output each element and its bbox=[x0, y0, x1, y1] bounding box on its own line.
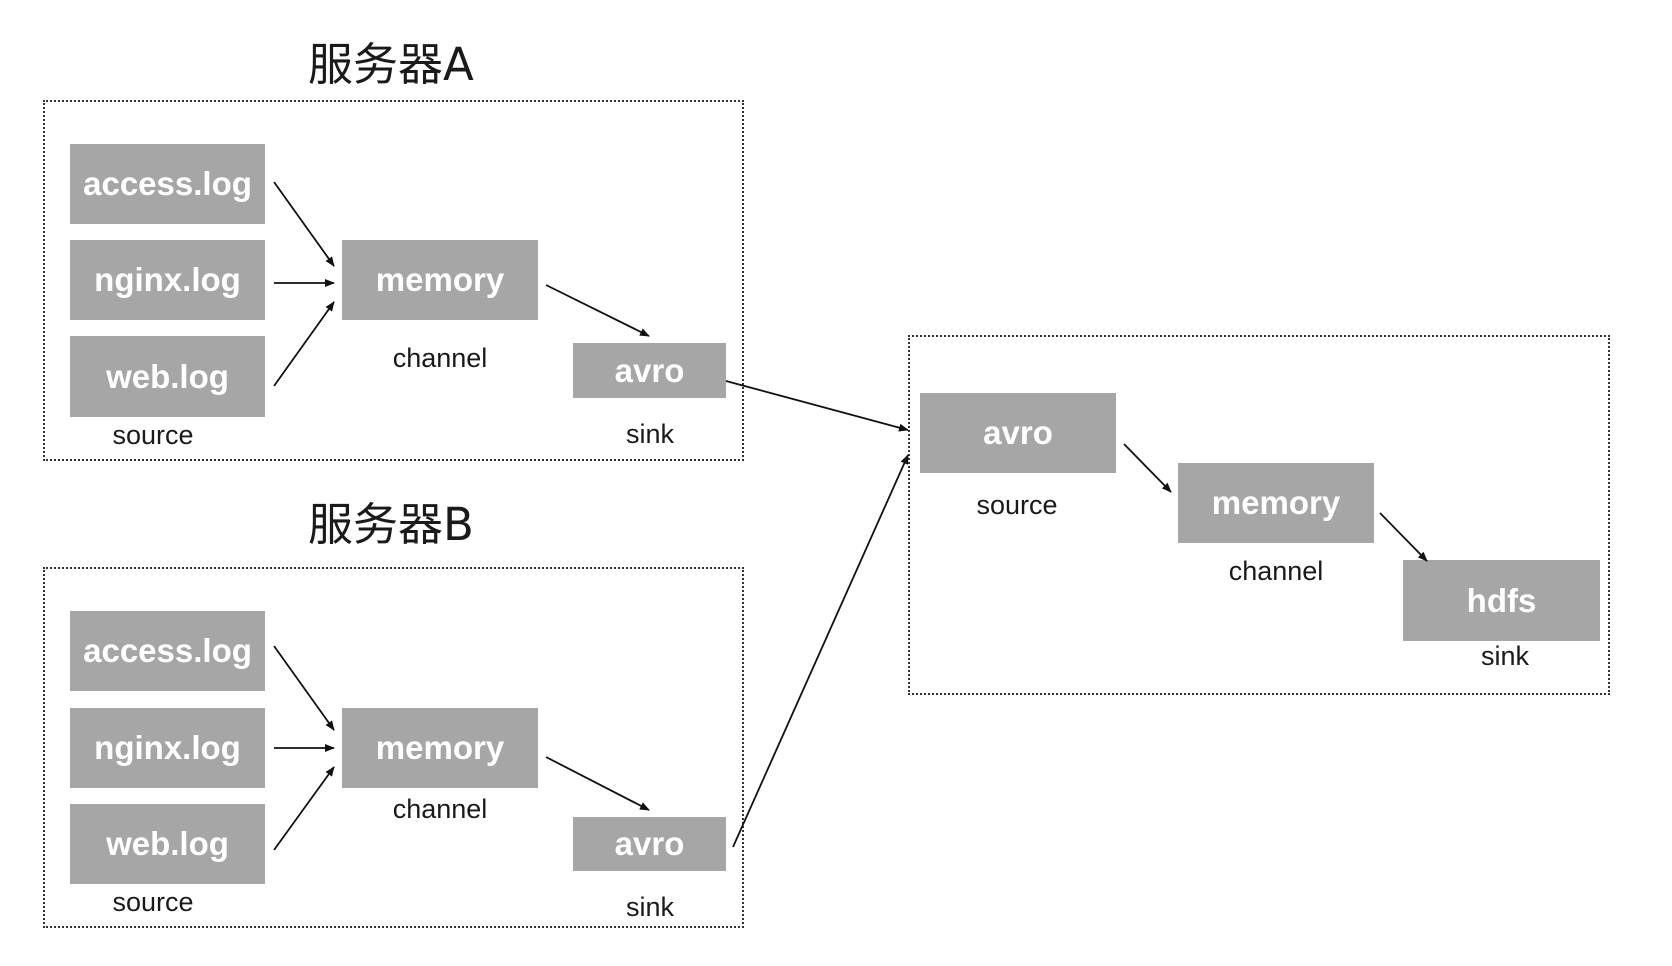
collector-source-label: source bbox=[976, 490, 1058, 520]
arrow-b-memory-to-avro bbox=[545, 756, 650, 811]
server-a-channel-label: channel bbox=[392, 343, 488, 373]
arrow-collector-memory-to-hdfs bbox=[1379, 512, 1428, 562]
server-a-source-label: source bbox=[112, 420, 194, 450]
collector-sink-hdfs: hdfs bbox=[1403, 560, 1600, 641]
server-b-source-nginx-log: nginx.log bbox=[70, 708, 265, 788]
collector-channel-memory: memory bbox=[1178, 463, 1374, 543]
arrow-a-access-to-memory bbox=[273, 181, 335, 267]
arrow-a-avro-to-collector bbox=[725, 380, 909, 432]
collector-group bbox=[908, 335, 1610, 695]
server-a-sink-label: sink bbox=[625, 419, 674, 449]
server-b-group bbox=[43, 567, 744, 928]
server-a-sink-avro: avro bbox=[573, 343, 726, 398]
server-a-source-nginx-log: nginx.log bbox=[70, 240, 265, 320]
collector-source-avro: avro bbox=[920, 393, 1116, 473]
arrow-a-memory-to-avro bbox=[545, 284, 650, 337]
arrow-b-avro-to-collector bbox=[732, 454, 909, 848]
server-b-source-access-log: access.log bbox=[70, 611, 265, 691]
server-b-title: 服务器B bbox=[308, 498, 474, 551]
arrow-a-web-to-memory bbox=[273, 301, 335, 387]
arrow-b-web-to-memory bbox=[273, 766, 335, 851]
server-b-source-web-log: web.log bbox=[70, 804, 265, 884]
collector-sink-label: sink bbox=[1480, 641, 1529, 671]
server-a-group bbox=[43, 100, 744, 461]
server-b-channel-memory: memory bbox=[342, 708, 538, 788]
server-b-sink-label: sink bbox=[625, 892, 674, 922]
server-b-source-label: source bbox=[112, 887, 194, 917]
arrow-collector-avro-to-memory bbox=[1123, 443, 1172, 493]
arrow-b-access-to-memory bbox=[273, 645, 335, 731]
server-a-title: 服务器A bbox=[308, 38, 474, 91]
server-b-channel-label: channel bbox=[392, 794, 488, 824]
server-b-sink-avro: avro bbox=[573, 817, 726, 871]
server-a-source-web-log: web.log bbox=[70, 336, 265, 417]
server-a-channel-memory: memory bbox=[342, 240, 538, 320]
collector-channel-label: channel bbox=[1228, 556, 1324, 586]
server-a-source-access-log: access.log bbox=[70, 144, 265, 224]
